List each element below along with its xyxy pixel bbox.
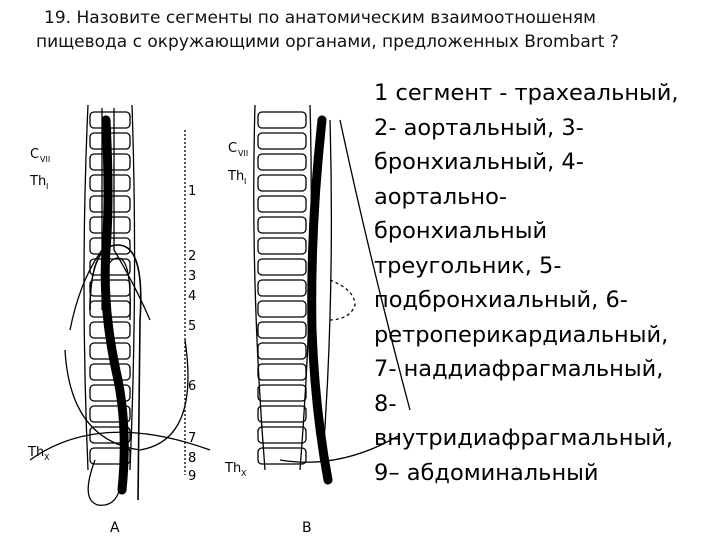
vertebra bbox=[257, 153, 307, 171]
segment-number-9: 9 bbox=[188, 469, 196, 484]
esophagus-segments-figure: C VII Th I Th X A 1 2 3 4 5 6 7 8 9 C VI… bbox=[10, 80, 440, 540]
panel-a-drawing bbox=[29, 104, 211, 506]
title-line-1: 19. Назовите сегменты по анатомическим в… bbox=[44, 8, 596, 28]
panel-b-esophagus bbox=[307, 115, 333, 485]
vertebra bbox=[89, 363, 131, 381]
panel-b-label-thx: Th bbox=[224, 461, 241, 476]
panel-a-heart-outline bbox=[64, 339, 189, 451]
panel-a-esophagus bbox=[100, 115, 129, 495]
panel-b-trachea-line bbox=[321, 119, 333, 471]
answer-text: 1 сегмент - трахеальный, 2- аортальный, … bbox=[374, 76, 718, 490]
slide-title: 19. Назовите сегменты по анатомическим в… bbox=[36, 6, 716, 54]
panel-a-label-i: I bbox=[46, 182, 48, 191]
vertebra bbox=[257, 174, 307, 192]
answer-line: 1 сегмент - трахеальный, bbox=[374, 80, 679, 106]
panel-b-drawing bbox=[253, 104, 411, 485]
panel-b-spine bbox=[253, 104, 312, 471]
title-line-2: пищевода с окружающими органами, предлож… bbox=[36, 32, 619, 52]
segment-number-1: 1 bbox=[188, 184, 196, 199]
answer-line: 7- наддиафрагмальный, bbox=[374, 356, 664, 382]
panel-b-label-vii: VII bbox=[238, 149, 248, 158]
vertebra bbox=[257, 426, 307, 444]
vertebra bbox=[257, 342, 307, 360]
segment-number-3: 3 bbox=[188, 269, 196, 284]
vertebra bbox=[257, 447, 307, 465]
vertebra bbox=[257, 363, 307, 381]
panel-a-label-thx: Th bbox=[27, 445, 44, 460]
answer-line: 8- bbox=[374, 390, 397, 417]
answer-line: треугольник, 5- bbox=[374, 252, 562, 279]
panel-b-label-x: X bbox=[241, 469, 247, 478]
segment-number-8: 8 bbox=[188, 451, 196, 466]
vertebra bbox=[257, 384, 307, 402]
vertebra bbox=[257, 195, 307, 213]
segment-number-7: 7 bbox=[188, 431, 196, 446]
anatomy-drawing: C VII Th I Th X A 1 2 3 4 5 6 7 8 9 C VI… bbox=[27, 104, 411, 536]
vertebra bbox=[89, 405, 131, 423]
answer-line: 2- аортальный, 3- bbox=[374, 114, 584, 141]
panel-b-diaphragm bbox=[279, 434, 401, 463]
panel-b-label: B bbox=[302, 520, 312, 536]
segment-number-4: 4 bbox=[188, 289, 196, 304]
panel-a-aorta bbox=[89, 244, 142, 501]
vertebra bbox=[257, 279, 307, 297]
panel-a-label-x: X bbox=[44, 453, 50, 462]
panel-a-bronchus-right bbox=[113, 108, 151, 321]
panel-b-label-i: I bbox=[244, 177, 246, 186]
panel-a-label-vii: VII bbox=[40, 155, 50, 164]
answer-line: ретроперикардиальный, bbox=[374, 321, 669, 348]
panel-a-stomach bbox=[87, 459, 123, 506]
vertebra bbox=[257, 300, 307, 318]
vertebra bbox=[257, 405, 307, 423]
answer-line: подбронхиальный, 6- bbox=[374, 287, 628, 313]
answer-line: бронхиальный, 4- bbox=[374, 149, 584, 175]
vertebra bbox=[257, 132, 307, 150]
panel-a-label: A bbox=[110, 520, 120, 536]
vertebra bbox=[257, 237, 307, 255]
panel-a-label-th: Th bbox=[29, 174, 46, 189]
panel-b-chest-wall bbox=[339, 119, 411, 411]
panel-a-bronchus-left bbox=[69, 108, 103, 331]
answer-line: внутридиафрагмальный, bbox=[374, 425, 674, 451]
vertebra bbox=[257, 321, 307, 339]
panel-a-diaphragm bbox=[29, 431, 211, 461]
vertebra bbox=[257, 216, 307, 234]
segment-number-5: 5 bbox=[188, 319, 196, 334]
panel-a-label-c: C bbox=[30, 147, 39, 162]
vertebra bbox=[257, 111, 307, 129]
segment-number-2: 2 bbox=[188, 249, 196, 264]
segment-number-6: 6 bbox=[188, 379, 196, 394]
vertebra bbox=[89, 447, 131, 465]
vertebra bbox=[257, 258, 307, 276]
panel-b-label-th: Th bbox=[227, 169, 244, 184]
panel-b-left-atrium bbox=[327, 279, 356, 321]
answer-line: бронхиальный bbox=[374, 218, 548, 244]
panel-b-label-c: C bbox=[228, 141, 237, 156]
vertebra bbox=[89, 384, 131, 402]
answer-line: аортально- bbox=[374, 183, 507, 210]
answer-line: 9– абдоминальный bbox=[374, 459, 599, 486]
